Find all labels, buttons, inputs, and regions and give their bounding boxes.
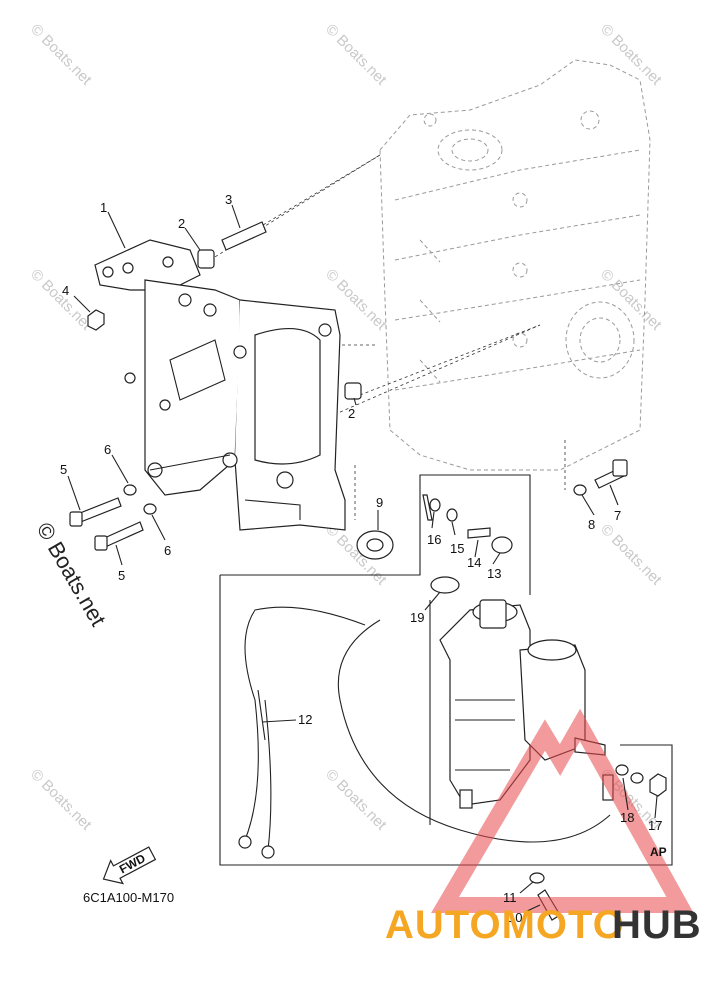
callout-label: 5 — [118, 568, 125, 583]
watermark-text: © Boats.net — [27, 21, 95, 89]
fwd-arrow-icon: FWD — [102, 846, 157, 885]
ring-terminal — [261, 845, 275, 859]
washer-part — [123, 484, 137, 496]
callout-label: 6 — [164, 543, 171, 558]
harness-assembly — [219, 474, 673, 866]
brand-part-1: AUTOMOTO — [385, 903, 625, 947]
callout-label: 6 — [104, 442, 111, 457]
diagram-code: 6C1A100-M170 — [83, 890, 174, 905]
callout-label: 7 — [614, 508, 621, 523]
watermark-text: © Boats.net — [597, 21, 665, 89]
clamp-part — [430, 576, 460, 594]
callout-label: 8 — [588, 517, 595, 532]
callout-label: 14 — [467, 555, 481, 570]
logo-triangle-icon — [431, 708, 694, 913]
callout-label: 17 — [648, 818, 662, 833]
brand-part-2: HUB — [612, 903, 702, 947]
bolt-part — [467, 527, 491, 539]
engine-block-outline — [379, 59, 651, 471]
callout-label: 16 — [427, 532, 441, 547]
nut-part — [649, 773, 667, 797]
callout-label: 5 — [60, 462, 67, 477]
watermark-text: © Boats.net — [597, 266, 665, 334]
bracket-part — [94, 239, 201, 291]
washer-part — [143, 503, 157, 515]
collar-part — [197, 249, 215, 269]
brand-wordmark: AUTOMOTO HUB — [385, 903, 702, 947]
washer-part — [573, 484, 587, 496]
callout-label: 10 — [508, 910, 522, 925]
washer-part — [630, 772, 644, 784]
callout-leaders — [67, 204, 658, 913]
washer-part — [429, 498, 441, 512]
callout-label: 4 — [62, 283, 69, 298]
watermark-large: © Boats.net — [32, 518, 111, 630]
ring-terminal — [238, 835, 252, 849]
callout-label: 2 — [348, 406, 355, 421]
callout-numbers: 1 2 3 4 5 6 2 5 6 9 16 15 14 13 7 8 19 1… — [60, 192, 662, 925]
callout-label: 18 — [620, 810, 634, 825]
ap-label: AP — [650, 845, 667, 859]
mounting-plate — [124, 279, 346, 531]
callout-label: 19 — [410, 610, 424, 625]
watermark-text: © Boats.net — [27, 766, 95, 834]
callout-label: 9 — [376, 495, 383, 510]
washer-part — [529, 872, 545, 884]
watermark-text: © Boats.net — [322, 21, 390, 89]
brand-logo — [431, 708, 694, 913]
grommet-part — [491, 536, 513, 554]
nut-part — [87, 309, 105, 331]
starter-motor — [439, 599, 667, 921]
watermark-text: © Boats.net — [597, 521, 665, 589]
callout-label: 11 — [503, 890, 517, 905]
callout-label: 3 — [225, 192, 232, 207]
callout-label: 1 — [100, 200, 107, 215]
callout-label: 13 — [487, 566, 501, 581]
small-parts — [69, 221, 628, 594]
callout-label: 2 — [178, 216, 185, 231]
stud-part — [221, 221, 267, 251]
washer-part — [446, 508, 458, 522]
watermark-text: © Boats.net — [27, 266, 95, 334]
washer-part — [615, 764, 629, 776]
collar-part — [344, 382, 362, 400]
watermark-text: © Boats.net — [322, 766, 390, 834]
callout-label: 15 — [450, 541, 464, 556]
callout-label: 12 — [298, 712, 312, 727]
